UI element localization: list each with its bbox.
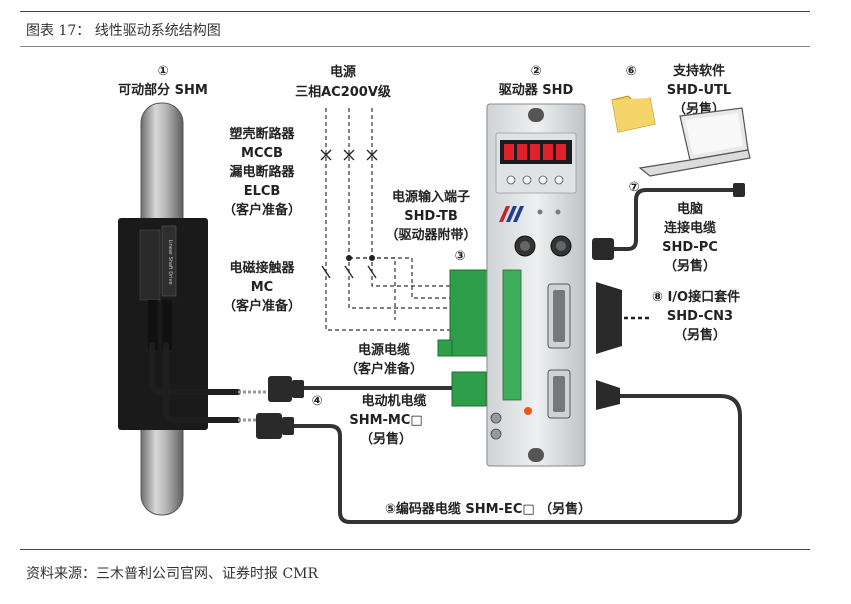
ground-screw xyxy=(490,428,502,440)
software-label-1: 支持软件 xyxy=(672,63,725,79)
power-lines xyxy=(325,108,452,331)
junction-dot xyxy=(369,255,375,261)
laptop-icon xyxy=(638,107,751,177)
software-number: ⑥ xyxy=(625,64,636,79)
breaker-switches xyxy=(320,149,378,161)
power-title: 电源 xyxy=(330,64,356,80)
power-cable-label-1: 电源电缆 xyxy=(358,342,410,358)
mover-brand-label: Linear Shaft Drive xyxy=(167,239,173,284)
power-terminal-block xyxy=(437,269,489,357)
shd-number: ② xyxy=(530,64,541,79)
pc-label-2: 连接电缆 xyxy=(664,220,716,236)
motor-number: ④ xyxy=(311,394,322,409)
power-led xyxy=(537,209,543,215)
folder-icon xyxy=(611,95,656,133)
figure-title: 图表 17： 线性驱动系统结构图 xyxy=(26,23,221,39)
source-note: 资料来源：三木普利公司官网、证券时报 CMR xyxy=(26,566,319,582)
io-label-3: （另售） xyxy=(674,327,726,343)
mc-label-1: 电磁接触器 xyxy=(229,260,295,276)
motor-cable xyxy=(238,376,452,402)
brand-logo-icon xyxy=(499,206,524,222)
mc-label-3: （客户准备） xyxy=(223,298,301,314)
breaker-label-1: 塑壳断路器 xyxy=(229,126,295,142)
mover-block: Linear Shaft Drive xyxy=(118,218,208,430)
tb-label-2: SHD-TB xyxy=(404,209,458,224)
seven-segment-display xyxy=(504,144,566,160)
pc-label-3: SHD-PC xyxy=(662,240,718,255)
pc-cable xyxy=(592,183,745,260)
encoder-label: ⑤编码器电缆 SHM-EC□ （另售） xyxy=(385,501,591,517)
io-label-1: ⑧ I/O接口套件 xyxy=(652,289,740,305)
tb-label-1: 电源输入端子 xyxy=(392,189,470,205)
charge-led xyxy=(524,407,532,415)
power-spec: 三相AC200V级 xyxy=(295,84,392,100)
motor-terminal-block xyxy=(451,371,487,407)
pc-number: ⑦ xyxy=(628,180,639,195)
io-kit-plug xyxy=(596,282,652,354)
pc-label-4: （另售） xyxy=(664,258,716,274)
tb-label-3: （驱动器附带） xyxy=(385,227,476,243)
shd-label: 驱动器 SHD xyxy=(499,83,574,98)
junction-dot xyxy=(346,255,352,261)
source-rule xyxy=(20,549,810,550)
driver-buttons xyxy=(506,175,564,185)
driver-unit xyxy=(486,103,586,467)
breaker-label-5: （客户准备） xyxy=(223,202,301,218)
servo-led xyxy=(555,209,561,215)
top-rule xyxy=(20,11,810,12)
motor-label-3: （另售） xyxy=(360,431,412,447)
ground-screw xyxy=(490,412,502,424)
breaker-label-4: ELCB xyxy=(244,184,281,199)
breaker-label-2: MCCB xyxy=(241,146,283,161)
tb-number: ③ xyxy=(454,249,465,264)
motor-label-2: SHM-MC□ xyxy=(349,413,422,428)
encoder-connector xyxy=(238,413,294,439)
internal-terminal-strip xyxy=(502,269,522,401)
io-label-2: SHD-CN3 xyxy=(667,309,733,324)
mover-leads xyxy=(149,342,241,423)
contactor-switches xyxy=(321,265,377,279)
mc-label-2: MC xyxy=(251,280,273,295)
software-label-2: SHD-UTL xyxy=(667,83,731,98)
title-rule xyxy=(20,46,810,47)
pc-label-1: 电脑 xyxy=(677,201,703,217)
shm-number: ① xyxy=(157,64,168,79)
motor-label-1: 电动机电缆 xyxy=(361,393,426,409)
encoder-cable xyxy=(292,380,742,524)
breaker-label-3: 漏电断路器 xyxy=(229,164,295,180)
power-cable-label-2: （客户准备） xyxy=(345,361,423,377)
shm-label: 可动部分 SHM xyxy=(118,82,208,98)
